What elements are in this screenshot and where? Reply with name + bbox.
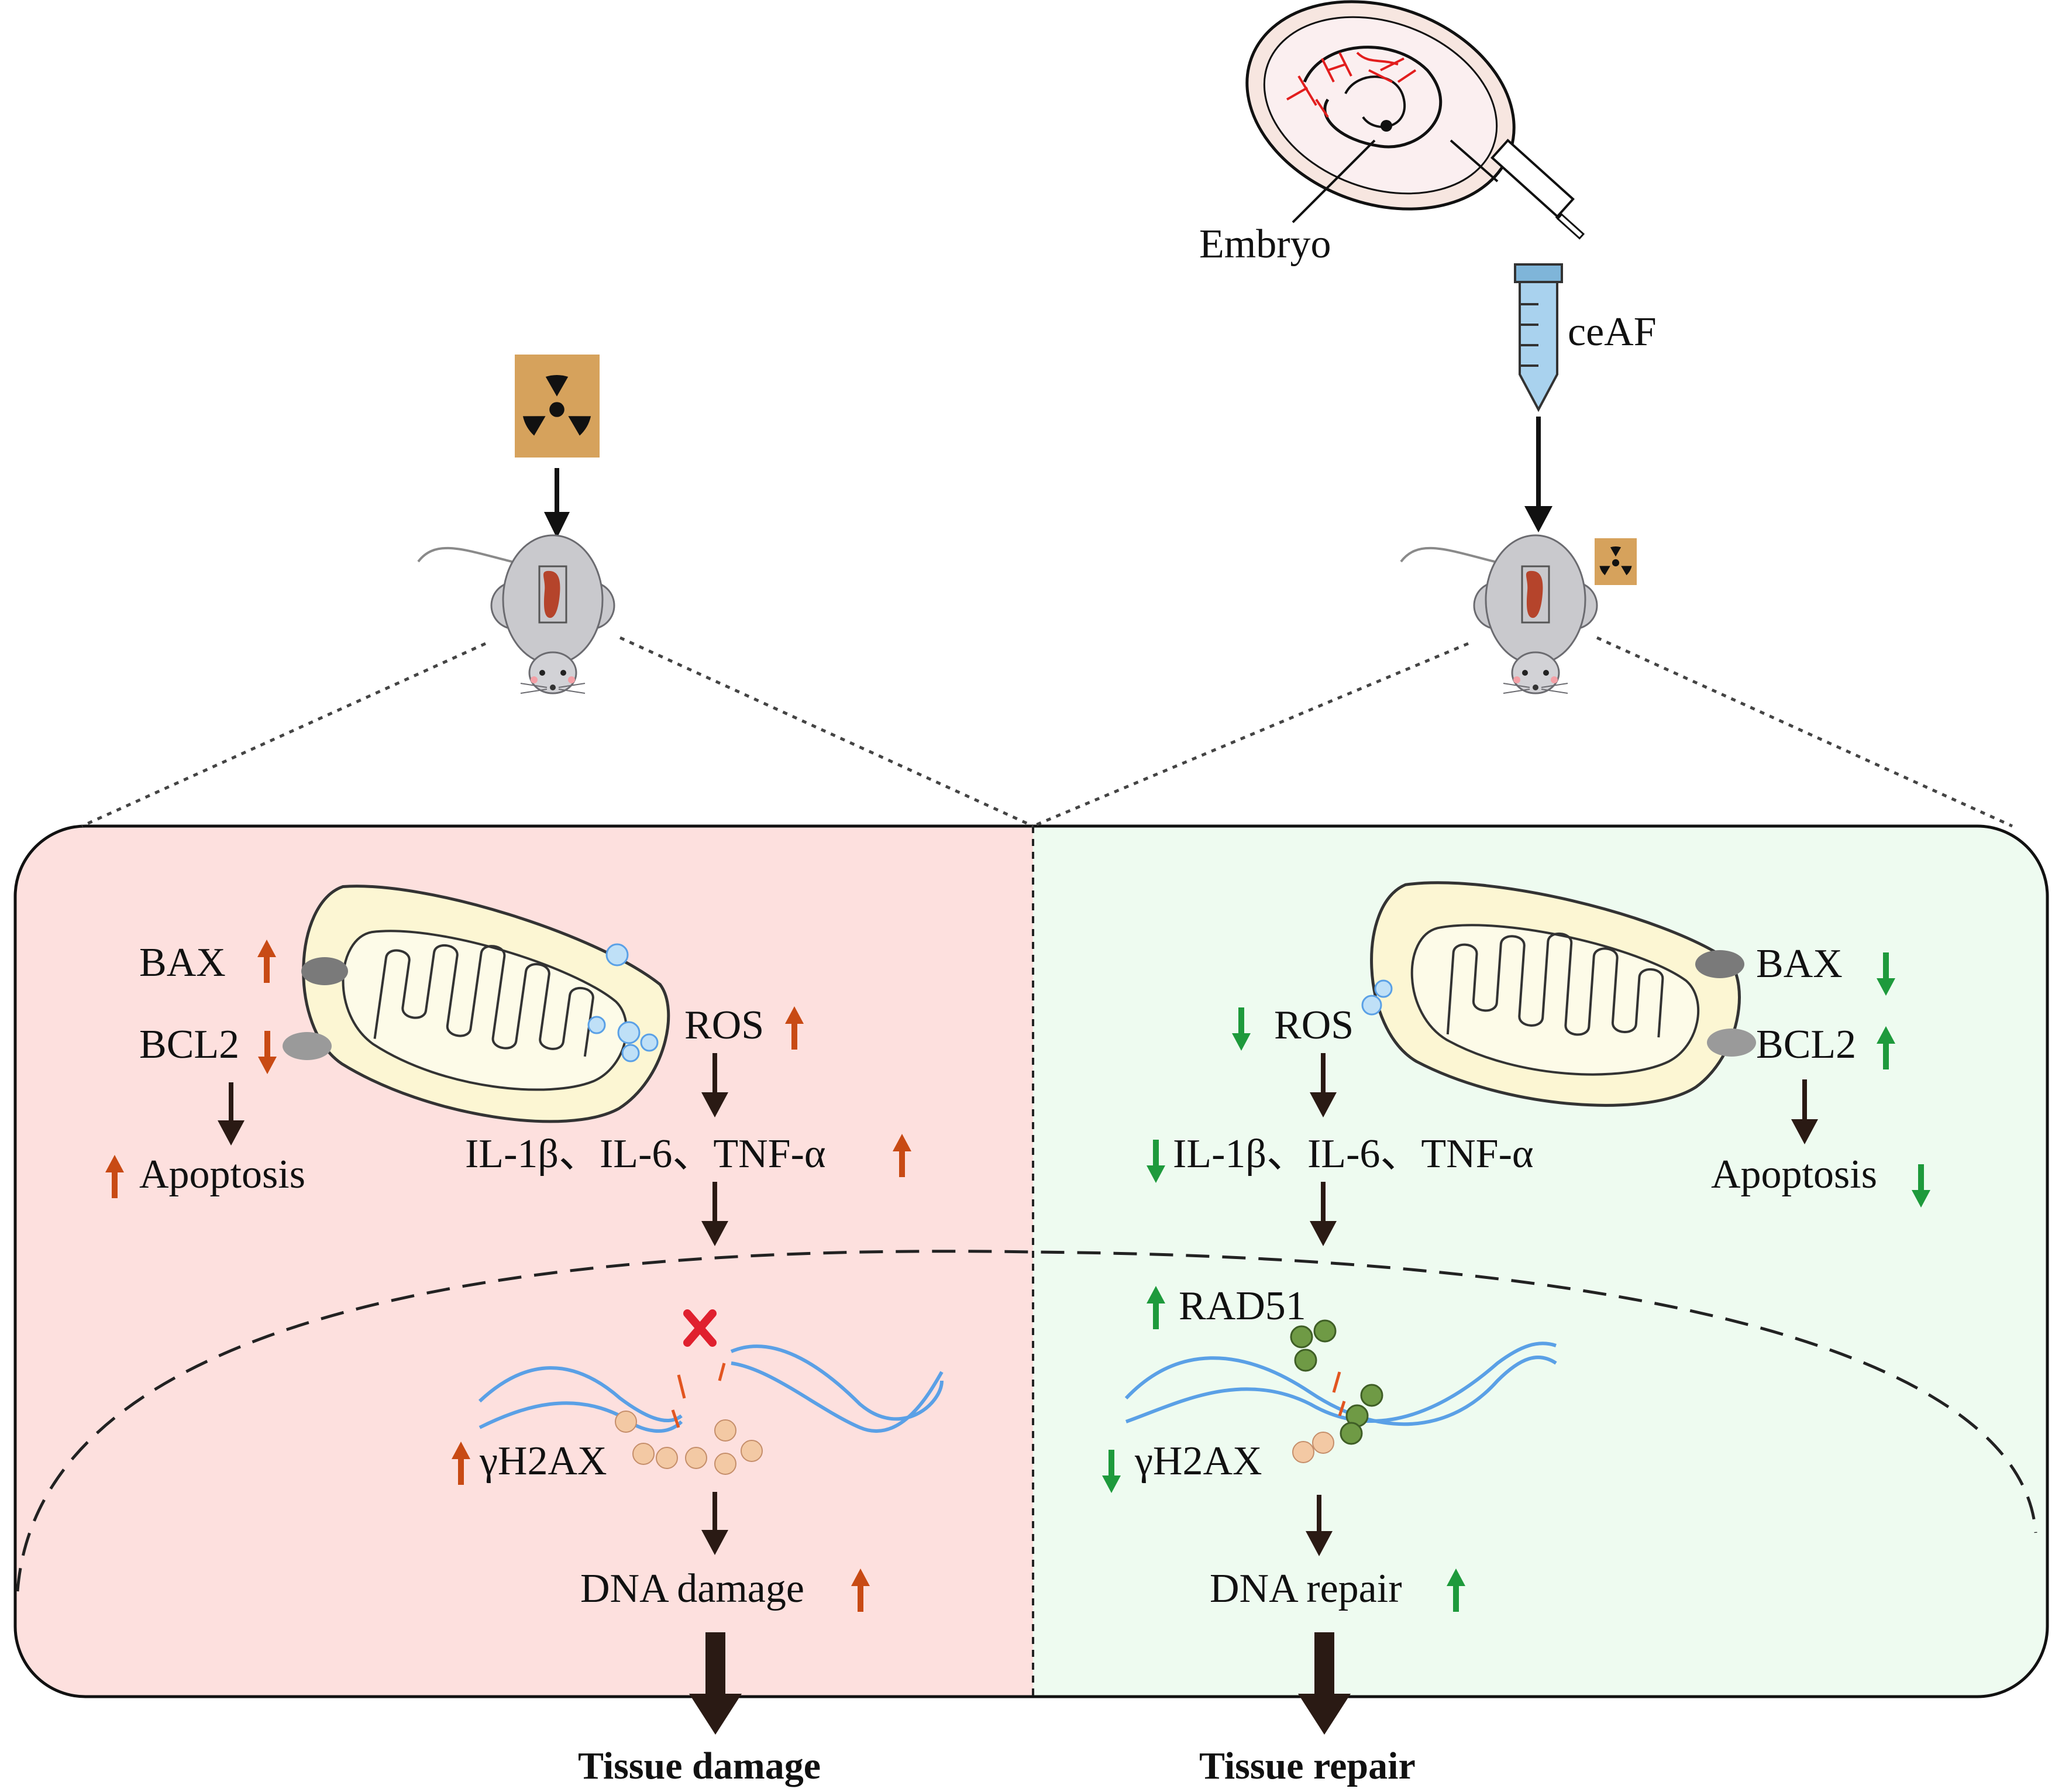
tube-icon: [1514, 263, 1563, 412]
bcl2-label: BCL2: [139, 1022, 239, 1067]
cytokines-label: IL-1β、IL-6、TNF-α: [465, 1131, 826, 1177]
dna-repair-label: DNA repair: [1210, 1566, 1402, 1611]
mouse-icon: [417, 534, 615, 694]
apoptosis-label: Apoptosis: [139, 1152, 305, 1197]
bcl2-protein: [1707, 1029, 1756, 1057]
cytokines-up-arrow: [893, 1134, 911, 1177]
rad51-label: RAD51: [1179, 1284, 1306, 1329]
bcl2-up-arrow: [1877, 1026, 1895, 1069]
embryo-pointer: [1292, 139, 1376, 223]
arrow-radiation-to-mouse: [544, 468, 570, 538]
dna-damage-up-arrow: [851, 1569, 870, 1612]
arrow-ros-to-cytokines: [1310, 1053, 1337, 1117]
cell-panel-border: [13, 824, 2049, 1698]
mouse-icon: [1400, 534, 1598, 694]
ceaf-label: ceAF: [1568, 309, 1657, 355]
dna-break-ends: [671, 1363, 726, 1428]
h2ax-down-arrow: [1102, 1450, 1121, 1493]
radiation-icon: [515, 355, 600, 458]
outcome-arrow-damage: [689, 1632, 742, 1735]
syringe-icon: [1450, 139, 1585, 240]
outcome-arrow-repair: [1298, 1632, 1351, 1735]
arrow-ceaf-to-mouse: [1524, 417, 1552, 532]
arrow-cytokines-to-dna: [1310, 1182, 1337, 1246]
ros-down-arrow: [1232, 1007, 1251, 1051]
apoptosis-down-arrow: [1912, 1164, 1930, 1208]
h2ax-label: γH2AX: [479, 1439, 607, 1484]
h2ax-up-arrow: [452, 1442, 470, 1485]
rad51-up-arrow: [1147, 1286, 1165, 1329]
nucleus-membrane: [16, 1250, 2037, 1592]
h2ax-beads: [1292, 1432, 1334, 1463]
ros-bubbles: [587, 943, 659, 1062]
bax-protein: [1695, 950, 1744, 978]
bcl2-protein: [283, 1032, 332, 1060]
radiation-icon: [1595, 538, 1637, 585]
bcl2-down-arrow: [258, 1031, 277, 1074]
arrow-bcl2-to-apoptosis: [218, 1082, 245, 1146]
bax-label: BAX: [1756, 941, 1843, 986]
cytokines-down-arrow: [1147, 1140, 1165, 1183]
dna-repair-ends: [1332, 1371, 1346, 1416]
apoptosis-up-arrow: [105, 1155, 124, 1198]
h2ax-beads: [615, 1411, 763, 1475]
ros-up-arrow: [785, 1006, 804, 1050]
arrow-h2ax-to-repair: [1306, 1495, 1333, 1556]
zoom-lines: [81, 636, 2013, 828]
cytokines-label: IL-1β、IL-6、TNF-α: [1173, 1131, 1534, 1177]
break-x-mark: [683, 1309, 717, 1347]
arrow-h2ax-to-damage: [701, 1492, 728, 1555]
bax-up-arrow: [257, 940, 276, 983]
embryo-label: Embryo: [1199, 222, 1331, 267]
ros-label: ROS: [684, 1003, 764, 1048]
dna-icon: [1124, 1342, 1557, 1426]
arrow-ros-to-cytokines: [701, 1053, 728, 1117]
arrow-cytokines-to-dna: [701, 1182, 728, 1246]
dna-repair-up-arrow: [1447, 1569, 1465, 1612]
tissue-damage-label: Tissue damage: [578, 1745, 821, 1787]
rad51-beads: [1290, 1319, 1383, 1445]
dna-icon: [478, 1344, 944, 1433]
h2ax-label: γH2AX: [1134, 1439, 1262, 1484]
apoptosis-label: Apoptosis: [1711, 1152, 1877, 1197]
bax-down-arrow: [1877, 952, 1895, 996]
egg-icon: [1245, 0, 1516, 223]
bcl2-label: BCL2: [1756, 1022, 1856, 1067]
tissue-repair-label: Tissue repair: [1199, 1745, 1416, 1787]
bax-label: BAX: [139, 940, 226, 985]
ros-bubbles: [1361, 979, 1393, 1016]
arrow-bcl2-to-apoptosis: [1791, 1079, 1818, 1144]
bax-protein: [301, 957, 348, 985]
dna-damage-label: DNA damage: [580, 1566, 804, 1611]
ros-label: ROS: [1274, 1003, 1354, 1048]
